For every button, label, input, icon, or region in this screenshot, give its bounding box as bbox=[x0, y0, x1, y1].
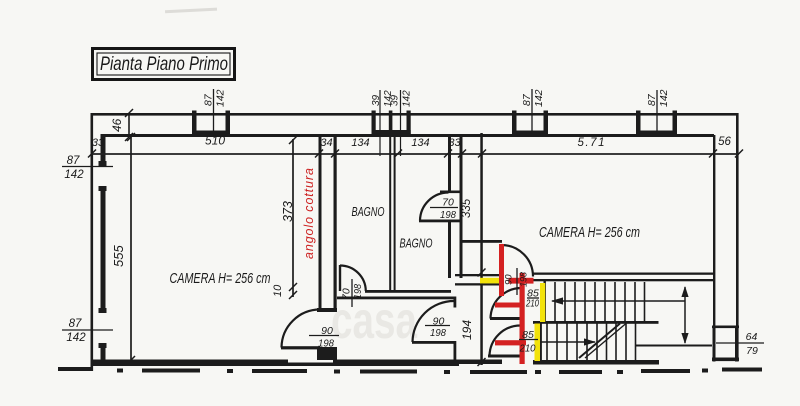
svg-text:87: 87 bbox=[521, 93, 533, 106]
svg-text:90: 90 bbox=[321, 325, 333, 337]
svg-text:10: 10 bbox=[272, 284, 284, 297]
svg-text:198: 198 bbox=[353, 284, 364, 299]
svg-text:angolo cottura: angolo cottura bbox=[302, 167, 316, 259]
svg-text:79: 79 bbox=[746, 345, 758, 357]
svg-text:39: 39 bbox=[371, 94, 382, 106]
svg-text:134: 134 bbox=[351, 137, 369, 149]
svg-text:39: 39 bbox=[390, 94, 401, 106]
svg-text:BAGNO: BAGNO bbox=[400, 237, 433, 251]
svg-text:555: 555 bbox=[111, 245, 126, 267]
svg-text:85: 85 bbox=[522, 329, 534, 341]
svg-text:198: 198 bbox=[519, 272, 529, 287]
svg-text:510: 510 bbox=[205, 134, 225, 148]
svg-text:142: 142 bbox=[658, 89, 670, 107]
svg-text:BAGNO: BAGNO bbox=[352, 205, 385, 219]
svg-text:142: 142 bbox=[402, 90, 413, 107]
svg-text:Pianta Piano Primo: Pianta Piano Primo bbox=[100, 53, 228, 75]
svg-text:70: 70 bbox=[442, 197, 454, 209]
svg-text:33: 33 bbox=[92, 137, 105, 149]
svg-text:134: 134 bbox=[411, 137, 429, 149]
svg-text:373: 373 bbox=[281, 201, 295, 222]
svg-text:210: 210 bbox=[525, 298, 539, 310]
svg-text:87: 87 bbox=[67, 155, 80, 167]
svg-text:198: 198 bbox=[318, 338, 334, 350]
svg-text:56: 56 bbox=[718, 136, 731, 148]
svg-text:335: 335 bbox=[461, 198, 473, 218]
svg-text:142: 142 bbox=[533, 89, 545, 107]
svg-text:87: 87 bbox=[203, 93, 215, 106]
svg-text:198: 198 bbox=[440, 209, 456, 221]
svg-text:34: 34 bbox=[320, 137, 332, 149]
svg-text:46: 46 bbox=[110, 118, 124, 132]
svg-text:64: 64 bbox=[746, 331, 758, 343]
svg-text:142: 142 bbox=[66, 332, 86, 344]
svg-text:casa: casa bbox=[331, 292, 418, 350]
svg-text:90: 90 bbox=[433, 316, 445, 328]
svg-text:87: 87 bbox=[646, 93, 658, 106]
svg-text:210: 210 bbox=[519, 343, 536, 355]
svg-text:142: 142 bbox=[215, 89, 227, 107]
svg-text:194: 194 bbox=[460, 320, 474, 340]
svg-text:142: 142 bbox=[64, 169, 84, 181]
svg-text:90: 90 bbox=[504, 274, 515, 285]
svg-text:70: 70 bbox=[341, 288, 353, 300]
svg-text:198: 198 bbox=[430, 327, 446, 339]
svg-text:85: 85 bbox=[527, 288, 539, 300]
svg-text:142: 142 bbox=[383, 90, 394, 107]
svg-text:CAMERA H= 256 cm: CAMERA H= 256 cm bbox=[539, 225, 640, 241]
svg-text:33: 33 bbox=[448, 137, 461, 149]
svg-text:CAMERA H= 256 cm: CAMERA H= 256 cm bbox=[170, 270, 271, 287]
svg-text:5.71: 5.71 bbox=[578, 137, 605, 149]
svg-text:87: 87 bbox=[69, 318, 82, 330]
